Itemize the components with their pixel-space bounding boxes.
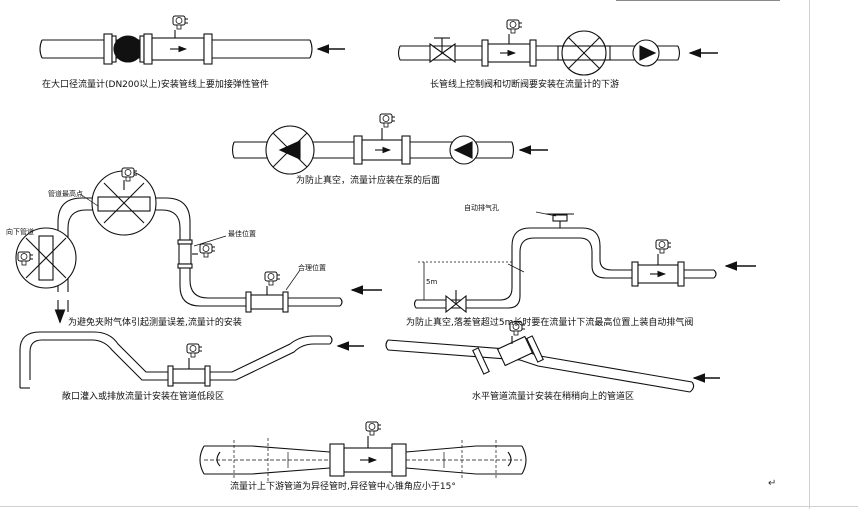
diagram-avoid-gas [15,167,382,324]
right-margin-line [809,0,810,509]
diagram-auto-vent [413,211,756,314]
top-divider [616,0,780,1]
caption-behind-pump: 为防止真空，流量计应装在泵的后面 [296,176,441,186]
diagram-reducers [199,421,527,482]
label-downward-pipe: 向下管道 [6,228,34,236]
caption-large-diameter: 在大口径流量计(DN200以上)安装管线上要加接弹性管件 [42,80,269,90]
caption-reducers: 流量计上下游管道为异径管时,异径管中心锥角应小于15° [230,482,456,492]
diagram-upward-pipe [385,321,720,393]
caption-valves-downstream: 长管线上控制阀和切断阀要安装在流量计的下游 [430,80,620,90]
label-five-m: 5m [426,278,438,286]
diagram-large-diameter [39,15,345,65]
diagram-valves-downstream [397,19,718,76]
caption-low-section: 敞口灌入或排放流量计安装在管道低段区 [62,392,225,402]
label-auto-vent: 自动排气孔 [464,204,499,212]
diagram-low-section [19,331,364,389]
caption-upward-pipe: 水平管道流量计安装在稍稍向上的管道区 [472,392,635,402]
label-best-position: 最佳位置 [228,230,256,238]
bottom-divider [0,506,858,507]
paragraph-mark: ↵ [768,478,777,489]
label-proper-position: 合理位置 [298,264,326,272]
diagram-behind-pump [231,113,548,175]
caption-avoid-gas: 为避免夹附气体引起测量误差,流量计的安装 [68,318,242,328]
label-pipe-highest: 管道最高点 [48,190,83,198]
caption-auto-vent: 为防止真空,落差管超过5m长时要在流量计下流最高位置上装自动排气阀 [406,318,694,328]
